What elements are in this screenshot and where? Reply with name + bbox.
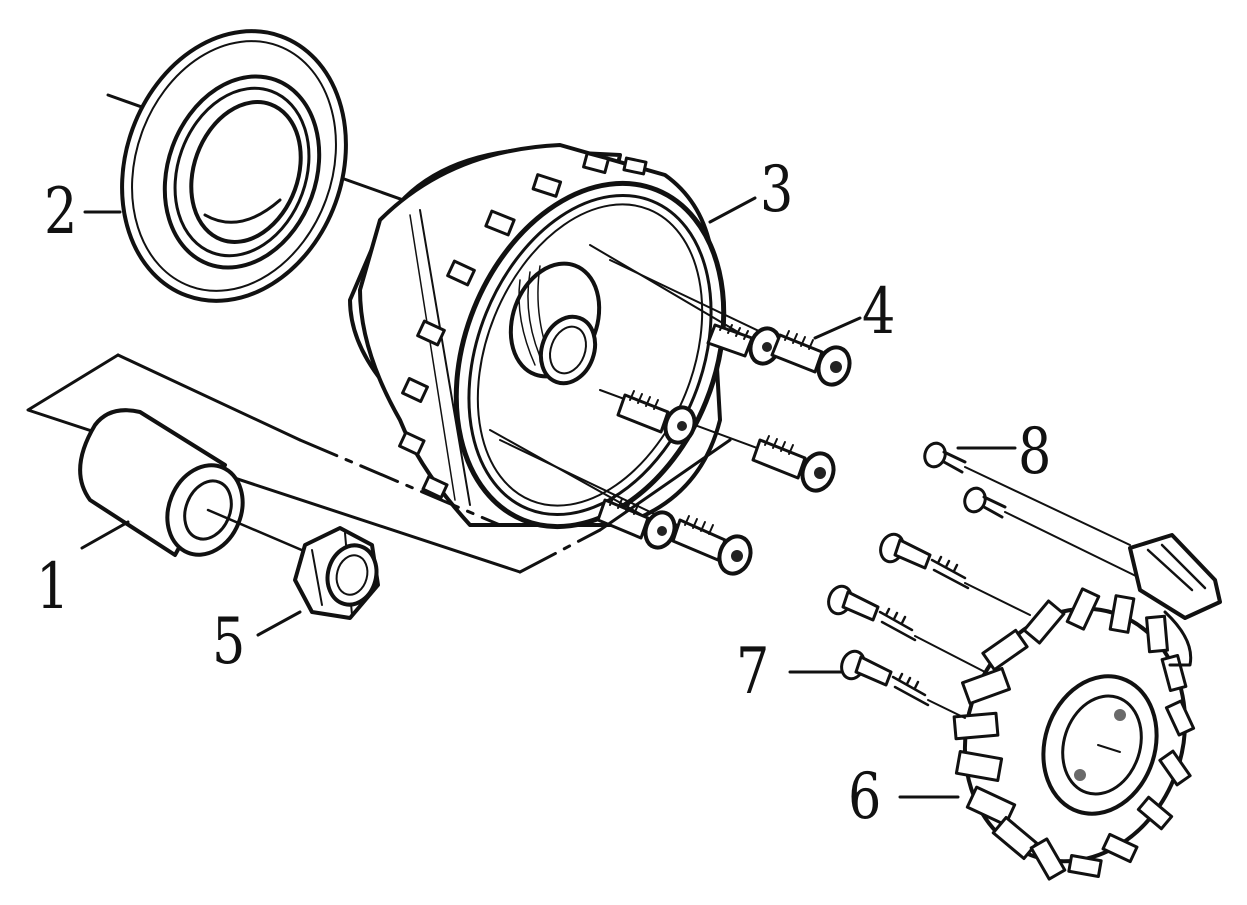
callout-8: 8	[1018, 415, 1052, 489]
rotor-slots	[398, 151, 648, 500]
part-5-nut	[293, 526, 380, 620]
part-3-flywheel-rotor	[348, 143, 831, 556]
callout-5: 5	[212, 605, 246, 679]
stator-teeth	[952, 587, 1196, 881]
part-6-stator	[952, 587, 1196, 881]
callout-7: 7	[736, 635, 770, 709]
part-2-oil-seal	[120, 29, 348, 303]
callout-3: 3	[760, 153, 794, 227]
part-4-bolts	[596, 321, 852, 576]
part-8-pickup	[923, 441, 1222, 667]
callout-1: 1	[36, 550, 70, 624]
part-1-spacer-sleeve	[78, 408, 327, 562]
assembly-bracket	[26, 353, 732, 574]
part-7-screws	[788, 532, 1031, 719]
callout-4: 4	[862, 275, 896, 349]
leader-lines	[80, 196, 960, 799]
callout-6: 6	[848, 760, 882, 834]
callout-2: 2	[44, 175, 78, 249]
